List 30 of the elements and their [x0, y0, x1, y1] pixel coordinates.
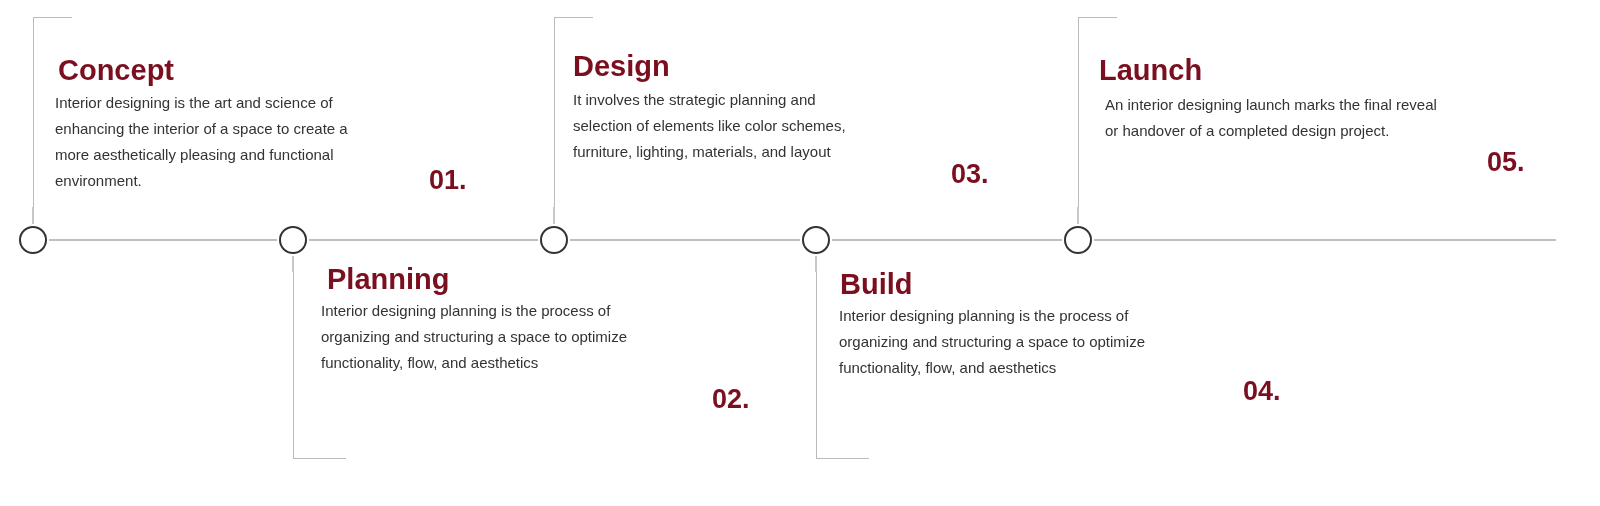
timeline-line: [308, 239, 539, 241]
step-description: Interior designing planning is the process of organizing and structuring a space to optimize functionality, flow, and aesthetics: [839, 306, 1146, 378]
step-description: Interior designing is the art and science of enhancing the interior of a space to create a more aesthetically pleasing and functional environment.: [55, 93, 349, 191]
step-heading: Build: [840, 268, 913, 301]
timeline-line: [553, 206, 555, 225]
timeline-line: [1093, 239, 1557, 241]
timeline-circle: [802, 226, 830, 254]
step-number: 05.: [1487, 147, 1525, 178]
timeline-circle: [540, 226, 568, 254]
timeline-line: [815, 255, 817, 273]
step-number: 02.: [712, 384, 750, 415]
step-heading: Design: [573, 50, 670, 83]
timeline-line: [292, 255, 294, 273]
step-description: It involves the strategic planning and selection of elements like color schemes, furniture, lighting, materials, and layout: [573, 90, 847, 162]
timeline-line: [1077, 206, 1079, 225]
timeline-line: [32, 206, 34, 225]
step-heading: Concept: [58, 54, 174, 87]
timeline-circle: [19, 226, 47, 254]
timeline-circle: [279, 226, 307, 254]
step-heading: Launch: [1099, 54, 1203, 87]
timeline-circle: [1064, 226, 1092, 254]
timeline-line: [48, 239, 278, 241]
step-number: 03.: [951, 159, 989, 190]
step-description: Interior designing planning is the process of organizing and structuring a space to optimize functionality, flow, and aesthetics: [321, 301, 628, 373]
step-description: An interior designing launch marks the final reveal or handover of a completed design project.: [1105, 95, 1438, 141]
step-number: 01.: [429, 165, 467, 196]
step-heading: Planning: [327, 263, 450, 296]
step-number: 04.: [1243, 376, 1281, 407]
timeline-line: [831, 239, 1063, 241]
timeline-line: [569, 239, 801, 241]
